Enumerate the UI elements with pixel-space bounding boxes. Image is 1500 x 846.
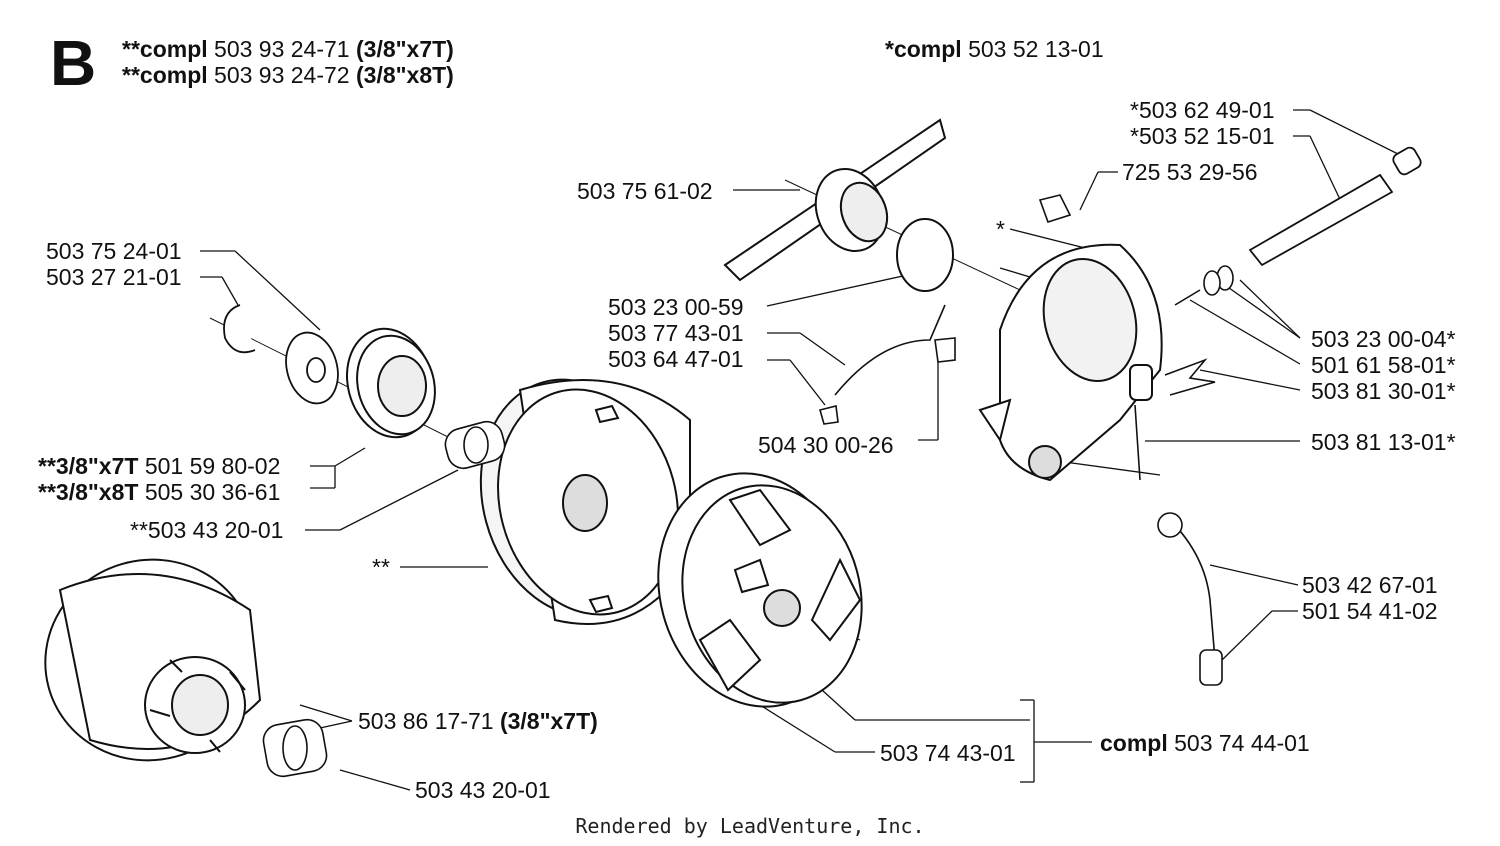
oil-pump-worm-gear xyxy=(723,118,954,292)
compl-prefix: **compl xyxy=(122,62,208,88)
part-label-503811301[interactable]: 503 81 13-01* xyxy=(1311,429,1456,455)
variant: (3/8"x8T) xyxy=(356,62,454,88)
washer-and-clip xyxy=(223,304,339,405)
part-label-501615801[interactable]: 501 61 58-01* xyxy=(1311,352,1456,378)
part-label-503744301[interactable]: 503 74 43-01 xyxy=(880,740,1016,766)
part-number[interactable]: 503 93 24-71 xyxy=(214,36,350,62)
part-label-503861771: 503 86 17-71 (3/8"x7T) xyxy=(358,708,598,734)
compl-prefix: **compl xyxy=(122,36,208,62)
variant: **3/8"x7T xyxy=(38,453,139,479)
part-label-503432001[interactable]: 503 43 20-01 xyxy=(415,777,551,803)
needle-bearing xyxy=(444,420,506,470)
oil-pump-body xyxy=(978,243,1163,482)
sprocket-rim xyxy=(346,327,436,439)
part-label-503756102[interactable]: 503 75 61-02 xyxy=(577,178,713,204)
part-number[interactable]: 503 93 24-72 xyxy=(214,62,350,88)
part-label-8t: **3/8"x8T 505 30 36-61 xyxy=(38,479,280,505)
clutch-drum xyxy=(479,378,691,625)
variant: (3/8"x7T) xyxy=(499,708,598,734)
part-label-503230004[interactable]: 503 23 00-04* xyxy=(1311,326,1456,352)
section-letter: B xyxy=(50,27,97,99)
part-number[interactable]: 505 30 36-61 xyxy=(144,479,281,505)
clutch-shoes xyxy=(657,472,863,708)
header-left-line2: **compl 503 93 24-72 (3/8"x8T) xyxy=(122,62,454,88)
variant: (3/8"x7T) xyxy=(356,36,454,62)
pump-shaft xyxy=(1248,146,1422,267)
part-label-503272101[interactable]: 503 27 21-01 xyxy=(46,264,182,290)
header-left-line1: **compl 503 93 24-71 (3/8"x7T) xyxy=(122,36,454,62)
part-label-7t: **3/8"x7T 501 59 80-02 xyxy=(38,453,280,479)
part-number[interactable]: 501 59 80-02 xyxy=(144,453,281,479)
part-label-503644701[interactable]: 503 64 47-01 xyxy=(608,346,744,372)
part-label-504300026[interactable]: 504 30 00-26 xyxy=(758,432,894,458)
part-label-503521501[interactable]: *503 52 15-01 xyxy=(1130,123,1275,149)
part-label-503774301[interactable]: 503 77 43-01 xyxy=(608,320,744,346)
part-number[interactable]: 503 52 13-01 xyxy=(968,36,1104,62)
part-label-doublestar: ** xyxy=(372,554,390,580)
part-label-501544102[interactable]: 501 54 41-02 xyxy=(1302,598,1438,624)
needle-bearing-2 xyxy=(262,718,328,778)
part-label-star: * xyxy=(996,216,1005,242)
small-parts xyxy=(819,194,1234,686)
spur-sprocket xyxy=(44,558,262,762)
header-right: *compl 503 52 13-01 xyxy=(885,36,1104,62)
compl-prefix: *compl xyxy=(885,36,962,62)
part-label-503752401[interactable]: 503 75 24-01 xyxy=(46,238,182,264)
part-number[interactable]: 503 74 44-01 xyxy=(1174,730,1310,756)
compl-prefix: compl xyxy=(1100,730,1168,756)
part-label-503426701[interactable]: 503 42 67-01 xyxy=(1302,572,1438,598)
part-label-503230059[interactable]: 503 23 00-59 xyxy=(608,294,744,320)
part-label-503624901[interactable]: *503 62 49-01 xyxy=(1130,97,1275,123)
variant: **3/8"x8T xyxy=(38,479,139,505)
part-label-503432001-ss[interactable]: **503 43 20-01 xyxy=(130,517,284,543)
footer-credit: Rendered by LeadVenture, Inc. xyxy=(575,814,925,838)
part-label-725532956[interactable]: 725 53 29-56 xyxy=(1122,159,1258,185)
part-label-503813001[interactable]: 503 81 30-01* xyxy=(1311,378,1456,404)
part-label-compl-503744401: compl 503 74 44-01 xyxy=(1100,730,1310,756)
part-number[interactable]: 503 86 17-71 xyxy=(358,708,494,734)
